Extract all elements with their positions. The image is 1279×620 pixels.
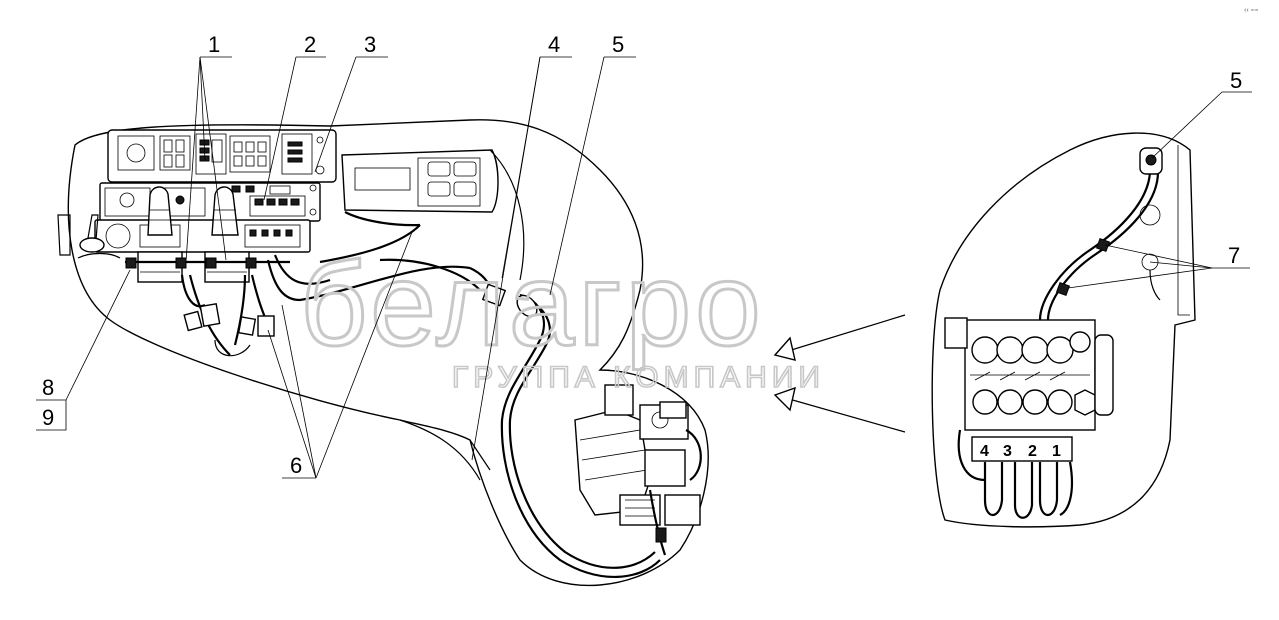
cab-floor-line: [399, 419, 491, 481]
callout-7: 7: [1228, 243, 1240, 268]
corner-mark: ‹‹ ▫▫▫: [1244, 7, 1258, 14]
detail-cable: [1038, 169, 1152, 321]
callout-6: 6: [290, 453, 302, 478]
rear-panel: [341, 149, 499, 213]
callout-5-right: 5: [1230, 68, 1242, 93]
detail-view: 4 3 2 1: [931, 132, 1196, 528]
cable-clip: [1095, 237, 1111, 253]
hose-upper: [500, 293, 661, 579]
callout-3: 3: [364, 32, 376, 57]
dash-harness: [180, 254, 331, 357]
valve-spools: [970, 331, 1096, 416]
callout-8: 8: [42, 375, 54, 400]
valve-label-2: 2: [1028, 443, 1037, 460]
hose-fitting: [516, 294, 538, 318]
harness-clamps: [125, 257, 257, 269]
callout-5-left: 5: [612, 32, 624, 57]
small-lever: [77, 214, 121, 259]
middle-panel-controls: [104, 184, 317, 217]
valve-label-1: 1: [1052, 443, 1061, 460]
callout-9: 9: [42, 405, 54, 430]
cab-pillar: [489, 149, 525, 281]
valve-label-strip: [971, 436, 1073, 462]
watermark-logo: белагро: [300, 239, 765, 371]
view-arrows: [773, 314, 906, 433]
joystick-left: [137, 186, 183, 283]
hydraulic-unit: [574, 384, 702, 556]
callout-1: 1: [208, 32, 220, 57]
callout-2: 2: [304, 32, 316, 57]
valve-label-4: 4: [980, 443, 989, 460]
cab-frame-edge: [57, 214, 71, 256]
main-view: [57, 119, 709, 587]
valve-wires: [957, 429, 1074, 519]
watermark: белагро ГРУППА КОМПАНИИ: [299, 238, 825, 395]
valve-right-pipe: [1094, 334, 1114, 416]
inline-connector: [481, 283, 507, 307]
watermark-subtitle: ГРУППА КОМПАНИИ: [452, 361, 825, 394]
leader-lines: [36, 56, 1252, 479]
upper-panel-switches: [117, 133, 325, 175]
valve-label-3: 3: [1003, 443, 1012, 460]
hose-upper-inner: [508, 299, 656, 569]
main-cable-run: [299, 211, 481, 302]
callout-4: 4: [548, 32, 560, 57]
ground-stud-mid: [1139, 204, 1161, 226]
callout-labels: 1 2 3 4 5 5 7 6 8 9: [42, 32, 1242, 478]
valve-side-block: [944, 317, 968, 349]
detail-cable-2: [1046, 171, 1160, 321]
